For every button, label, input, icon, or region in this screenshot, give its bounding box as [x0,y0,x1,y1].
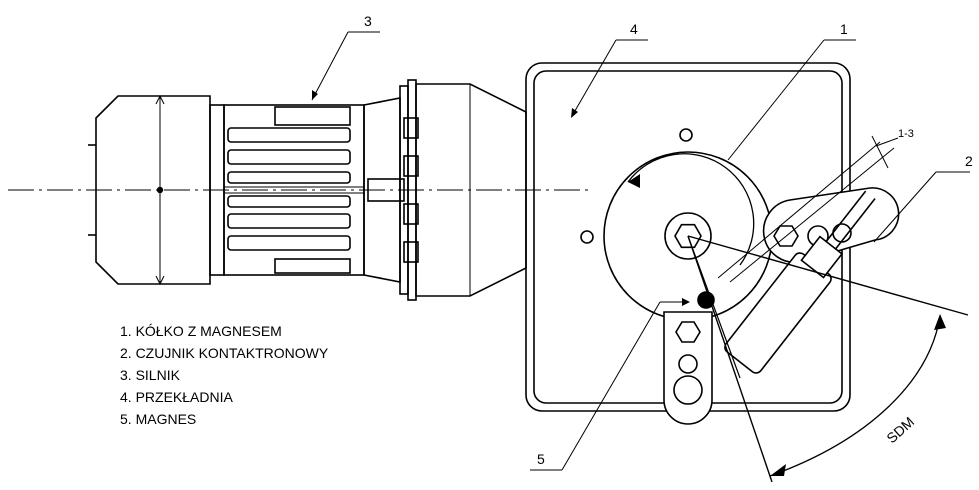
legend-item-2: 2. CZUJNIK KONTAKTRONOWY [120,345,329,361]
callout-4: 4 [630,21,638,37]
legend-item-1: 1. KÓŁKO Z MAGNESEM [120,323,282,339]
reed-sensor [717,135,900,374]
sdm-angle [687,235,969,483]
sdm-label: SDM [883,414,917,447]
lower-bracket [663,311,713,425]
callout-5: 5 [537,451,545,467]
callout-3: 3 [364,13,372,29]
callout-2: 2 [965,153,973,169]
motor [88,79,527,301]
callout-leaders [311,31,970,471]
gap-label: 1-3 [898,128,914,140]
legend-item-4: 4. PRZEKŁADNIA [120,389,233,405]
legend-item-5: 5. MAGNES [120,411,196,427]
legend-item-3: 3. SILNIK [120,367,181,383]
callout-1: 1 [840,21,848,37]
legend: 1. KÓŁKO Z MAGNESEM 2. CZUJNIK KONTAKTRO… [120,323,329,427]
